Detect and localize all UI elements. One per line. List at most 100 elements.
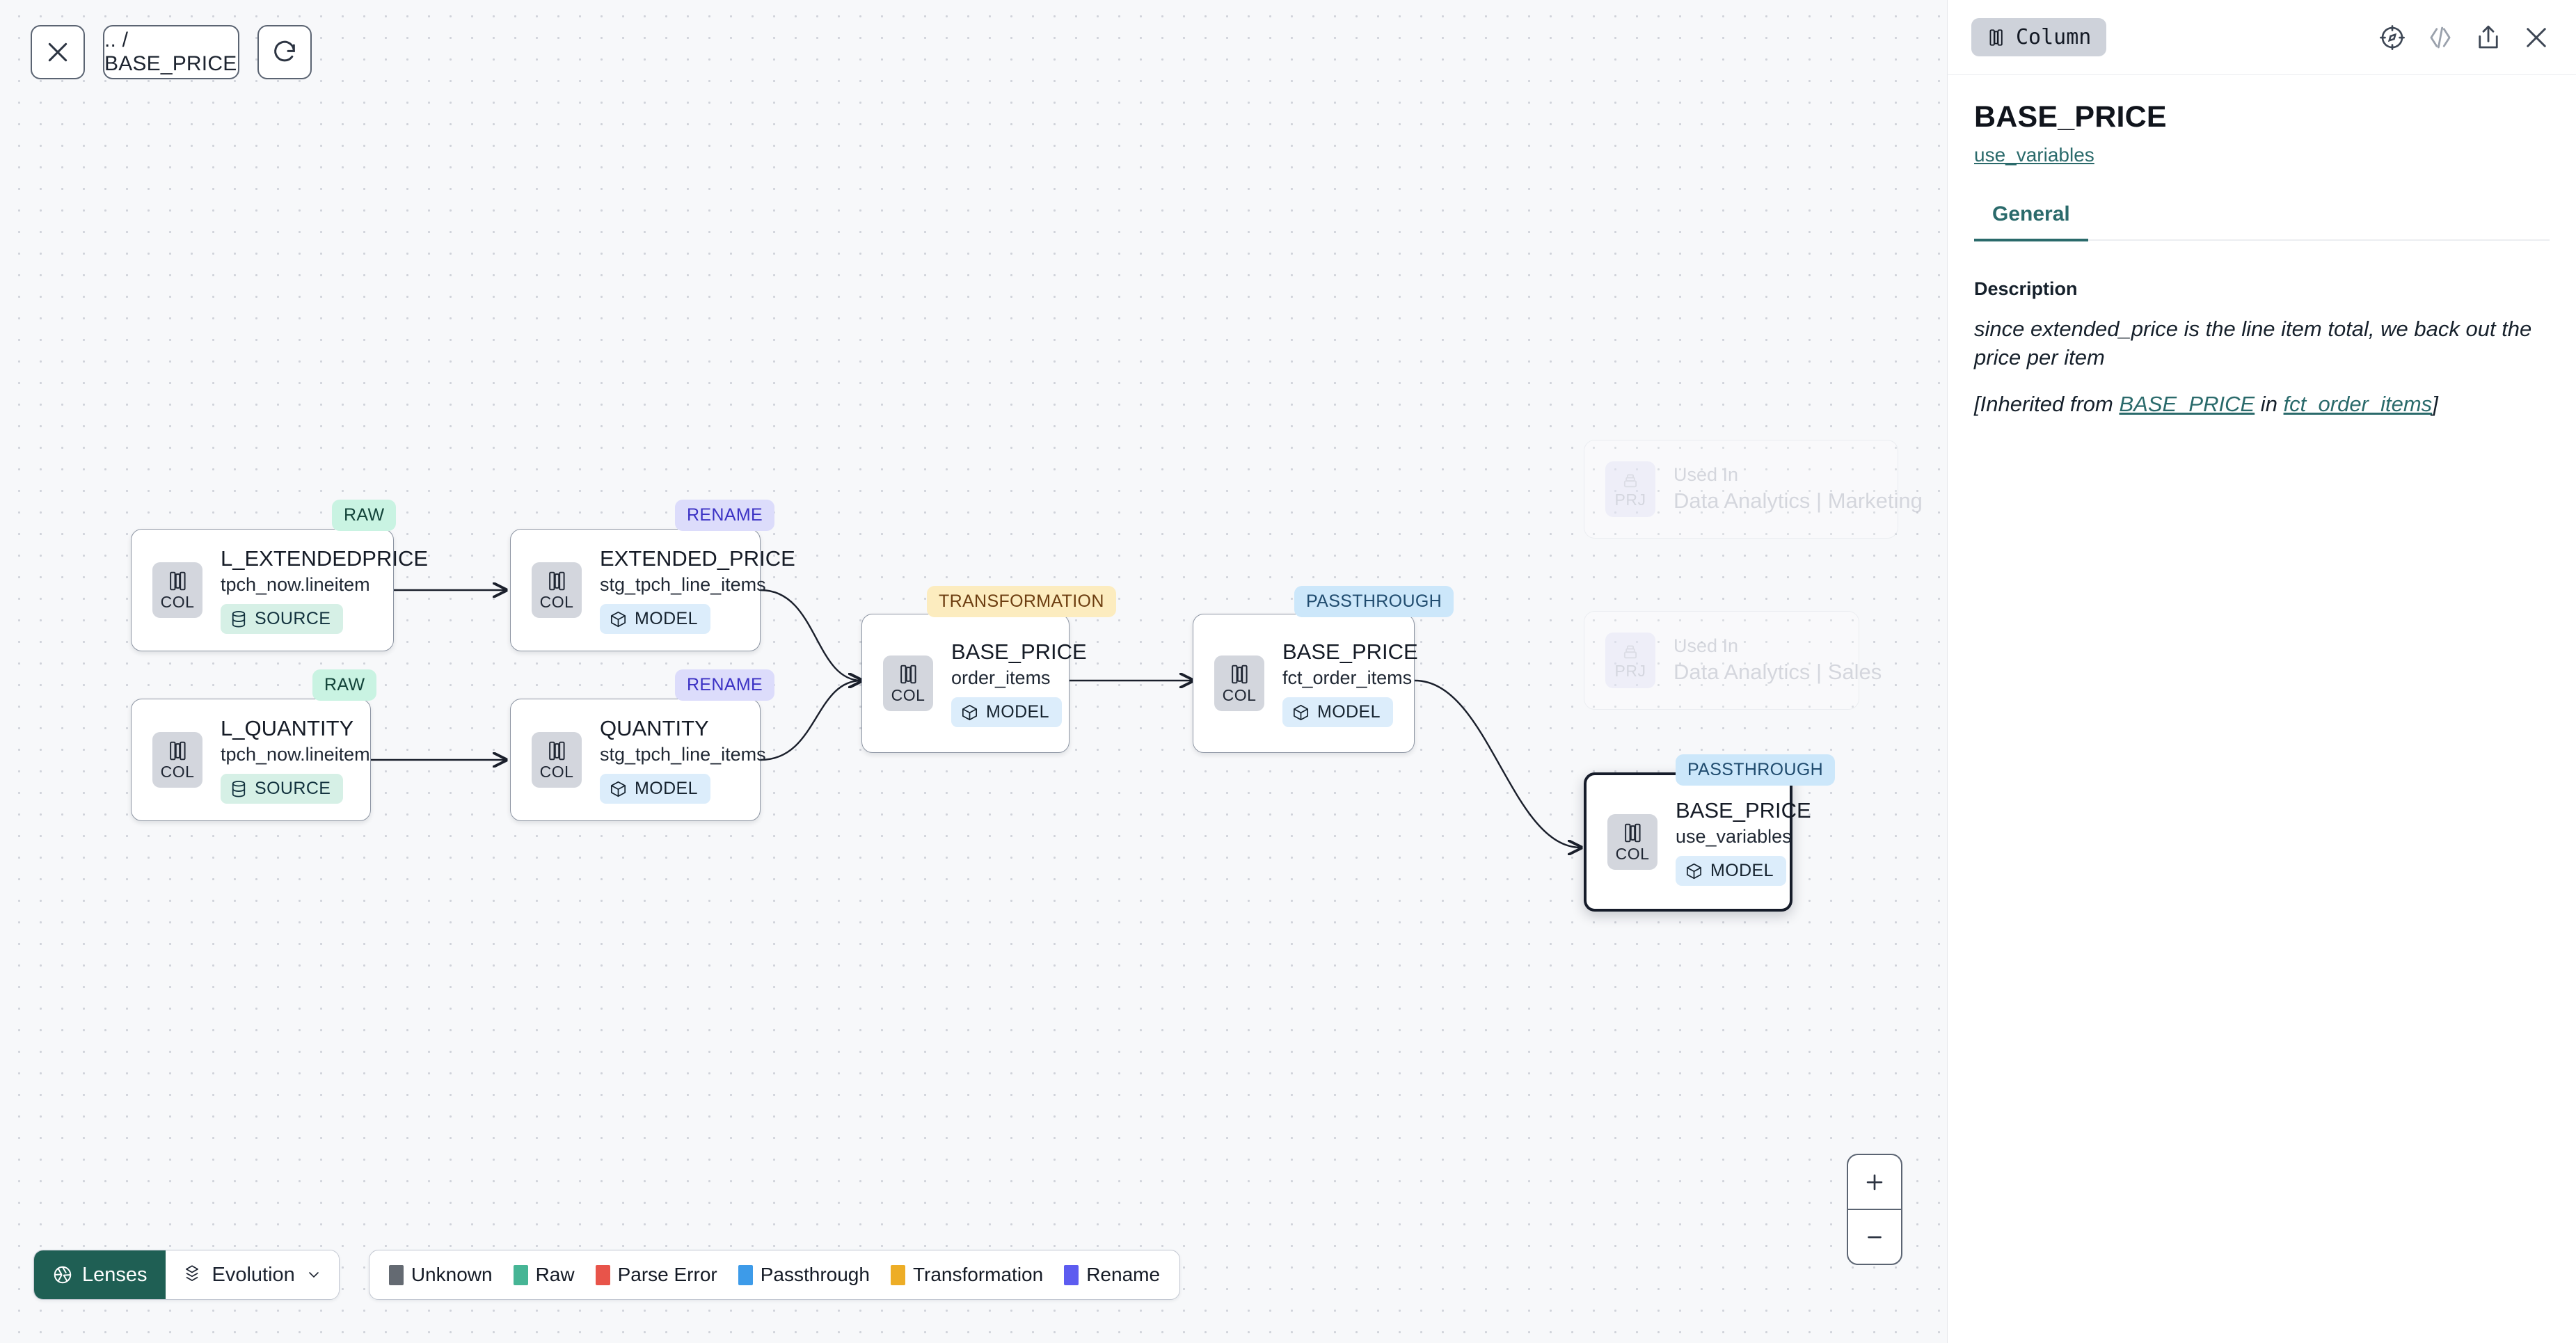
col-chip-label: COL	[1615, 845, 1650, 863]
zoom-in-button[interactable]	[1848, 1155, 1901, 1210]
legend-label: Rename	[1086, 1264, 1161, 1285]
node-title: QUANTITY	[600, 715, 709, 740]
node-tag-rename: RENAME	[675, 500, 775, 531]
lenses-button[interactable]: Lenses	[34, 1250, 166, 1299]
node-kind-pill: MODEL	[1676, 856, 1786, 887]
legend-swatch	[738, 1264, 753, 1285]
col-chip-label: COL	[1222, 686, 1257, 704]
share-icon[interactable]	[2474, 23, 2503, 52]
column-icon	[1232, 665, 1248, 684]
code-icon[interactable]	[2426, 23, 2455, 52]
col-chip: COL	[532, 562, 582, 618]
lineage-canvas[interactable]: .. / BASE_PRICE COL L_EXTENDEDPRICE tpch…	[0, 0, 1947, 1343]
parent-model-link[interactable]: use_variables	[1974, 144, 2094, 166]
node-subtitle: use_variables	[1676, 826, 1792, 848]
column-icon	[170, 741, 186, 761]
node-kind-label: MODEL	[635, 609, 698, 629]
compass-icon[interactable]	[2378, 23, 2407, 52]
evolution-dropdown[interactable]: Evolution	[165, 1250, 339, 1299]
node-l-extendedprice[interactable]: COL L_EXTENDEDPRICE tpch_now.lineitem SO…	[131, 529, 428, 651]
node-base-price-use-variables[interactable]: COL BASE_PRICE use_variables MODEL	[1584, 772, 1811, 912]
legend-item-parse-error[interactable]: Parse Error	[595, 1264, 717, 1286]
inherited-prefix: [Inherited from	[1974, 391, 2120, 416]
column-icon	[549, 571, 565, 591]
inherited-model-link[interactable]: fct_order_items	[2283, 391, 2433, 416]
col-chip-label: COL	[891, 686, 925, 704]
used-in-label: Used In	[1673, 635, 1739, 657]
legend-label: Parse Error	[617, 1264, 717, 1285]
prj-chip-label: PRJ	[1614, 491, 1646, 509]
breadcrumb-button[interactable]: .. / BASE_PRICE	[103, 25, 239, 79]
node-title: BASE_PRICE	[951, 639, 1087, 664]
legend-label: Passthrough	[760, 1264, 870, 1285]
lenses-group: Lenses Evolution	[33, 1250, 340, 1300]
node-kind-label: MODEL	[986, 702, 1049, 722]
node-tag-transformation: TRANSFORMATION	[927, 586, 1116, 617]
node-base-price-fct-order-items[interactable]: COL BASE_PRICE fct_order_items MODEL	[1193, 614, 1418, 753]
col-chip-label: COL	[539, 763, 574, 781]
prj-chip: PRJ	[1605, 461, 1655, 517]
plus-icon	[1866, 1174, 1883, 1190]
legend-item-rename[interactable]: Rename	[1064, 1264, 1160, 1286]
zoom-out-button[interactable]	[1848, 1210, 1901, 1264]
prj-chip-label: PRJ	[1614, 662, 1646, 680]
aperture-icon	[54, 1266, 72, 1284]
node-kind-pill: SOURCE	[221, 604, 344, 635]
col-chip: COL	[152, 562, 202, 618]
node-kind-pill: SOURCE	[221, 774, 344, 804]
reload-icon	[274, 40, 295, 62]
panel-tabs: General	[1974, 202, 2550, 241]
breadcrumb-label: .. / BASE_PRICE	[104, 29, 237, 75]
project-icon	[1623, 645, 1637, 659]
node-title: BASE_PRICE	[1282, 639, 1418, 664]
page-title: BASE_PRICE	[1974, 100, 2167, 134]
node-used-in-marketing[interactable]: PRJ Used In Data Analytics | Marketing	[1584, 440, 1923, 539]
col-chip-label: COL	[160, 763, 195, 781]
model-cube-icon	[610, 611, 626, 627]
details-panel-body: BASE_PRICE use_variables General Descrip…	[1948, 75, 2576, 419]
close-graph-button[interactable]	[31, 25, 85, 79]
node-quantity[interactable]: COL QUANTITY stg_tpch_line_items MODEL	[510, 699, 766, 821]
chevron-down-icon	[309, 1272, 319, 1278]
entity-type-chip[interactable]: Column	[1971, 18, 2107, 56]
legend-item-passthrough[interactable]: Passthrough	[738, 1264, 870, 1286]
column-icon	[549, 741, 565, 761]
legend-item-unknown[interactable]: Unknown	[388, 1264, 493, 1286]
project-icon	[1623, 474, 1637, 488]
col-chip: COL	[1214, 655, 1264, 711]
node-subtitle: order_items	[951, 667, 1051, 689]
node-title: EXTENDED_PRICE	[600, 546, 795, 571]
legend-label: Unknown	[411, 1264, 493, 1285]
node-base-price-order-items[interactable]: COL BASE_PRICE order_items MODEL	[861, 614, 1087, 753]
lenses-label: Lenses	[82, 1263, 148, 1286]
legend-item-raw[interactable]: Raw	[513, 1264, 575, 1286]
node-subtitle: tpch_now.lineitem	[221, 574, 370, 596]
node-kind-label: MODEL	[1710, 861, 1774, 881]
model-cube-icon	[1293, 704, 1309, 720]
node-kind-pill: MODEL	[600, 604, 710, 635]
entity-type-label: Column	[2016, 25, 2092, 49]
node-used-in-sales[interactable]: PRJ Used In Data Analytics | Sales	[1584, 611, 1882, 710]
lineage-legend: Unknown Raw Parse Error Passthrough Tran…	[368, 1250, 1181, 1300]
close-icon[interactable]	[2522, 23, 2551, 52]
used-in-value: Data Analytics | Sales	[1673, 660, 1882, 685]
description-text: since extended_price is the line item to…	[1974, 317, 2532, 369]
details-panel-header: Column	[1948, 0, 2576, 75]
inherited-column-link[interactable]: BASE_PRICE	[2119, 391, 2255, 416]
node-tag-raw: RAW	[332, 500, 397, 531]
node-tag-passthrough: PASSTHROUGH	[1294, 586, 1454, 617]
node-kind-label: MODEL	[635, 779, 698, 799]
tab-general[interactable]: General	[1974, 202, 2088, 241]
node-tag-rename: RENAME	[675, 669, 775, 701]
node-subtitle: stg_tpch_line_items	[600, 744, 766, 765]
reload-button[interactable]	[257, 25, 312, 79]
inherited-mid: in	[2255, 391, 2284, 416]
col-chip: COL	[883, 655, 933, 711]
bottom-toolbar: Lenses Evolution Unknown	[33, 1250, 1181, 1300]
legend-item-transformation[interactable]: Transformation	[890, 1264, 1043, 1286]
node-l-quantity[interactable]: COL L_QUANTITY tpch_now.lineitem SOURCE	[131, 699, 371, 821]
minus-icon	[1868, 1236, 1882, 1238]
node-kind-label: MODEL	[1317, 702, 1381, 722]
node-extended-price[interactable]: COL EXTENDED_PRICE stg_tpch_line_items M…	[510, 529, 795, 651]
